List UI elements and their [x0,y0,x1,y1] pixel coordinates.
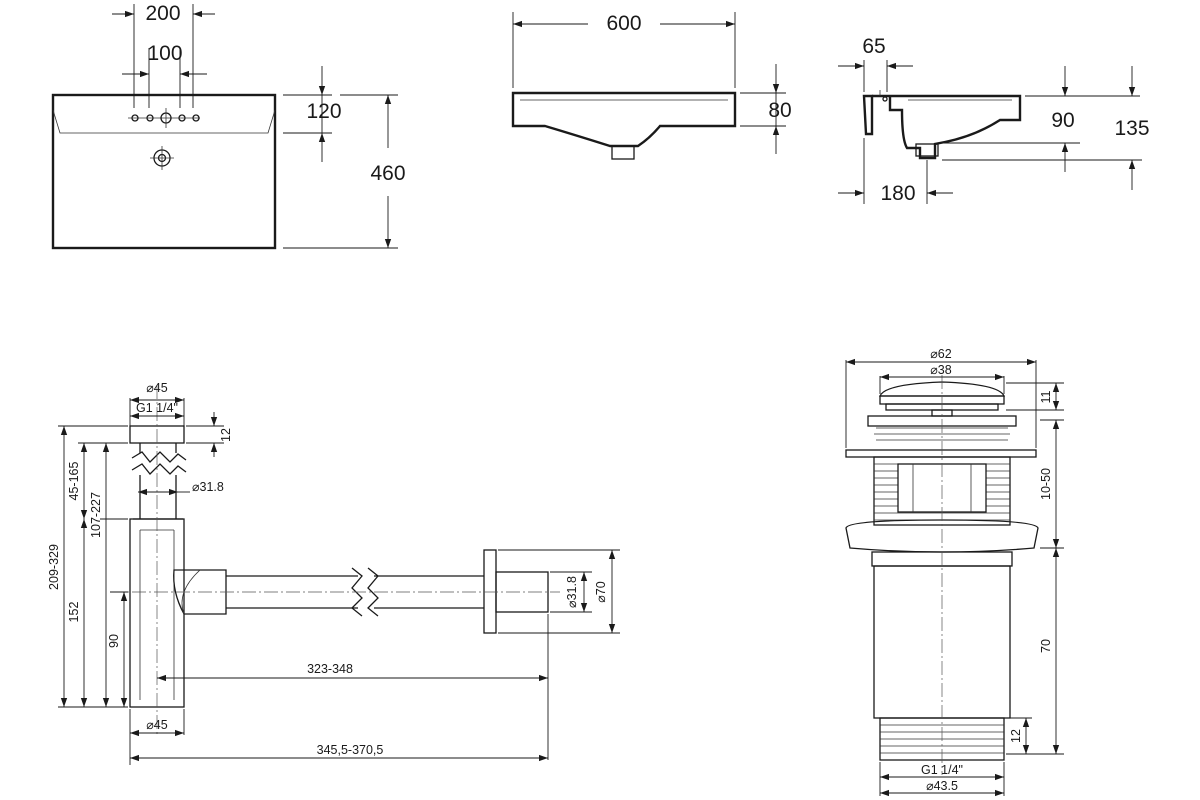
tap-hole-left-outer [131,114,139,122]
dim-siphon-bottom-dia: ⌀45 [146,718,167,732]
dim-basin-height: 80 [768,99,791,122]
bottle-siphon-view: ⌀45 G1 1/4" 12 ⌀31.8 209-329 45-165 107-… [47,381,620,765]
basin-side-drain [611,145,635,160]
dim-profile-rim: 65 [862,35,885,58]
dim-siphon-range-mid: 107-227 [89,492,103,538]
basin-profile-view: 65 90 135 180 [838,35,1150,205]
drain-upper-flange [845,449,1037,458]
dim-siphon-range-total: 209-329 [47,544,61,590]
basin-front-view: 200 100 120 460 [51,2,406,250]
dim-drain-thread: G1 1/4" [921,763,963,777]
dim-profile-drain-offset: 180 [880,182,915,205]
profile-outline [872,94,1022,160]
dim-basin-depth: 460 [370,162,405,185]
basin-side-outline [511,91,737,148]
basin-front-outline [51,93,277,250]
dim-faucet-spread: 200 [145,2,180,25]
dim-siphon-outlet-dia: ⌀31.8 [565,576,579,608]
dim-basin-width: 600 [606,12,641,35]
dim-drain-thread-height: 12 [1009,729,1023,743]
dim-siphon-horizontal: 323-348 [307,662,353,676]
dim-siphon-top-dia: ⌀45 [146,381,167,395]
tap-hole-right-inner [178,114,186,122]
tap-hole-left-inner [146,114,154,122]
dim-drain-body-height: 70 [1039,639,1053,653]
dim-drain-cap-dia: ⌀62 [930,347,951,361]
dim-drain-cap-height: 11 [1039,390,1053,403]
tap-hole-right-outer [192,114,200,122]
siphon-wall-flange [483,549,497,634]
popup-drain-view: ⌀62 ⌀38 11 10-50 70 12 G1 1/4" ⌀43.5 [845,347,1064,797]
dim-siphon-flange-dia: ⌀70 [594,581,608,602]
dim-profile-total-height: 135 [1114,117,1149,140]
siphon-elbow [173,569,227,615]
dim-drain-thread-dia: ⌀43.5 [926,779,958,793]
dim-hole-spacing: 100 [147,42,182,65]
dim-siphon-range-upper: 45-165 [67,461,81,500]
dim-siphon-top-thread: G1 1/4" [136,401,178,415]
dim-drain-inner-dia: ⌀38 [930,363,951,377]
profile-wall-bracket [862,94,874,136]
dim-siphon-tube-dia: ⌀31.8 [192,480,224,494]
basin-front-rim [52,109,276,134]
dim-siphon-height-152: 152 [67,602,81,623]
dim-drain-adjust-range: 10-50 [1039,468,1053,500]
dim-siphon-top-height: 12 [219,428,233,442]
dim-siphon-height-90: 90 [107,634,121,648]
dim-siphon-overall-length: 345,5-370,5 [317,743,384,757]
basin-side-view: 600 80 [511,12,792,160]
dim-hole-offset: 120 [306,100,341,123]
dim-profile-drain-height: 90 [1051,109,1074,132]
